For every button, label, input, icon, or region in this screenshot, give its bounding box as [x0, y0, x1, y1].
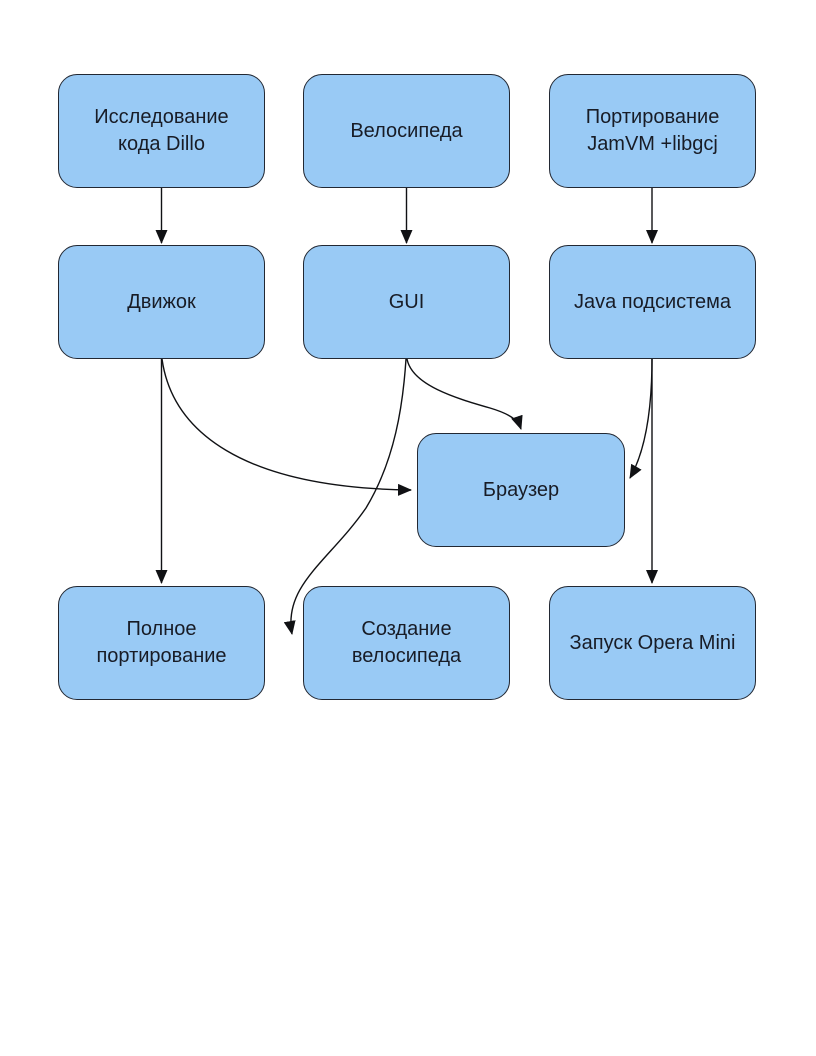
node-browser-label: Браузер	[482, 478, 560, 501]
node-porting-jamvm: Портирование JamVM +libgcj	[549, 74, 756, 188]
arrow-gui-to-browser	[406, 358, 523, 430]
node-bicycle-creation: Создание велосипеда	[303, 586, 510, 700]
node-full-porting: Полное портирование	[58, 586, 265, 700]
node-research-dillo-label: Исследование кода Dillo	[94, 106, 229, 155]
node-bicycle: Велосипеда	[303, 74, 510, 188]
node-porting-jamvm-label: Портирование JamVM +libgcj	[585, 106, 720, 155]
node-java-subsystem: Java подсистема	[549, 245, 756, 359]
node-gui-label: GUI	[388, 290, 425, 313]
arrow-engine-to-browser	[161, 358, 412, 496]
node-engine-label: Движок	[127, 290, 196, 313]
node-browser: Браузер	[417, 433, 625, 547]
node-bicycle-label: Велосипеда	[350, 119, 463, 142]
node-bicycle-creation-label: Создание велосипеда	[351, 618, 462, 667]
node-engine: Движок	[58, 245, 265, 359]
node-gui: GUI	[303, 245, 510, 359]
arrow-java-subsystem-to-browser	[629, 358, 653, 479]
node-research-dillo: Исследование кода Dillo	[58, 74, 265, 188]
node-opera-mini-launch: Запуск Opera Mini	[549, 586, 756, 700]
node-full-porting-label: Полное портирование	[96, 618, 227, 667]
node-opera-mini-launch-label: Запуск Opera Mini	[569, 631, 736, 654]
node-java-subsystem-label: Java подсистема	[573, 290, 732, 313]
